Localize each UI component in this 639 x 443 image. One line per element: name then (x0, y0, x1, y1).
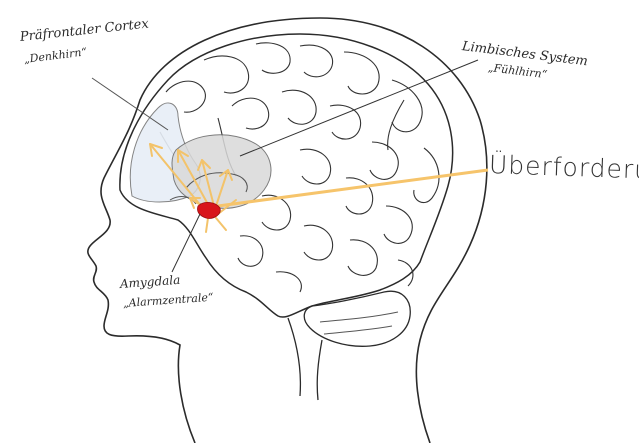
head-outline (88, 18, 487, 443)
amygdala (197, 202, 220, 218)
overload-label: Überforderung (489, 152, 639, 184)
pointer-limbic (240, 60, 478, 156)
brainstem-outline (288, 318, 322, 400)
pointer-pfc (92, 78, 168, 130)
